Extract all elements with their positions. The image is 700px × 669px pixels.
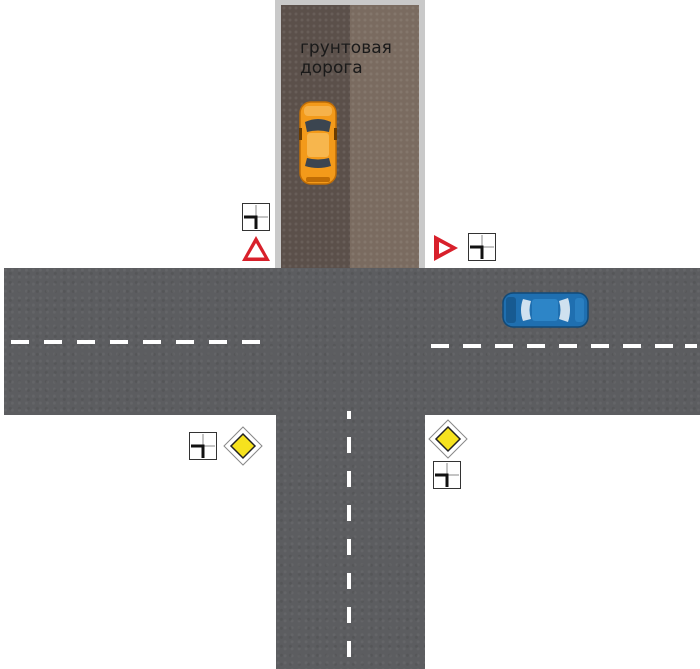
- lane-marking-dash: [527, 344, 545, 348]
- lane-marking-dash: [463, 344, 481, 348]
- lane-marking-dash: [110, 340, 128, 344]
- lane-marking-dash: [347, 607, 351, 623]
- direction-plate-lower-left-icon: [189, 432, 217, 460]
- lane-marking-dash: [655, 344, 673, 348]
- lane-marking-dash: [347, 539, 351, 555]
- lane-marking-dash: [176, 340, 194, 344]
- lane-marking-dash: [623, 344, 641, 348]
- direction-plate-lower-right-icon: [433, 461, 461, 489]
- lane-marking-dash: [209, 340, 227, 344]
- give-way-sign-icon: [242, 236, 270, 261]
- lane-marking-dash: [347, 411, 351, 419]
- lane-marking-dash: [347, 471, 351, 487]
- give-way-sign-right-icon: [434, 235, 458, 261]
- lane-marking-dash: [591, 344, 609, 348]
- main-road-horizontal: [4, 268, 700, 415]
- lane-marking-dash: [347, 641, 351, 657]
- lane-marking-dash: [347, 437, 351, 453]
- dirt-road-label-line1: грунтовая: [300, 38, 392, 58]
- priority-road-sign-left-icon: [223, 426, 263, 466]
- blue-car: [502, 292, 589, 328]
- lane-marking-dash: [44, 340, 62, 344]
- lane-marking-dash: [11, 340, 29, 344]
- direction-plate-icon: [242, 203, 270, 231]
- lane-marking-dash: [347, 573, 351, 589]
- dirt-road-label: грунтовая дорога: [300, 38, 410, 78]
- orange-car: [299, 101, 337, 185]
- lane-marking-dash: [685, 344, 697, 348]
- lane-marking-dash: [495, 344, 513, 348]
- lane-marking-dash: [559, 344, 577, 348]
- dirt-road-lane-right: [350, 5, 419, 268]
- direction-plate-right-icon: [468, 233, 496, 261]
- lane-marking-dash: [143, 340, 161, 344]
- priority-road-sign-right-icon: [428, 419, 468, 459]
- lane-marking-dash: [242, 340, 260, 344]
- lane-marking-dash: [77, 340, 95, 344]
- lane-marking-dash: [431, 344, 449, 348]
- dirt-road-label-line2: дорога: [300, 58, 363, 78]
- lane-marking-dash: [347, 505, 351, 521]
